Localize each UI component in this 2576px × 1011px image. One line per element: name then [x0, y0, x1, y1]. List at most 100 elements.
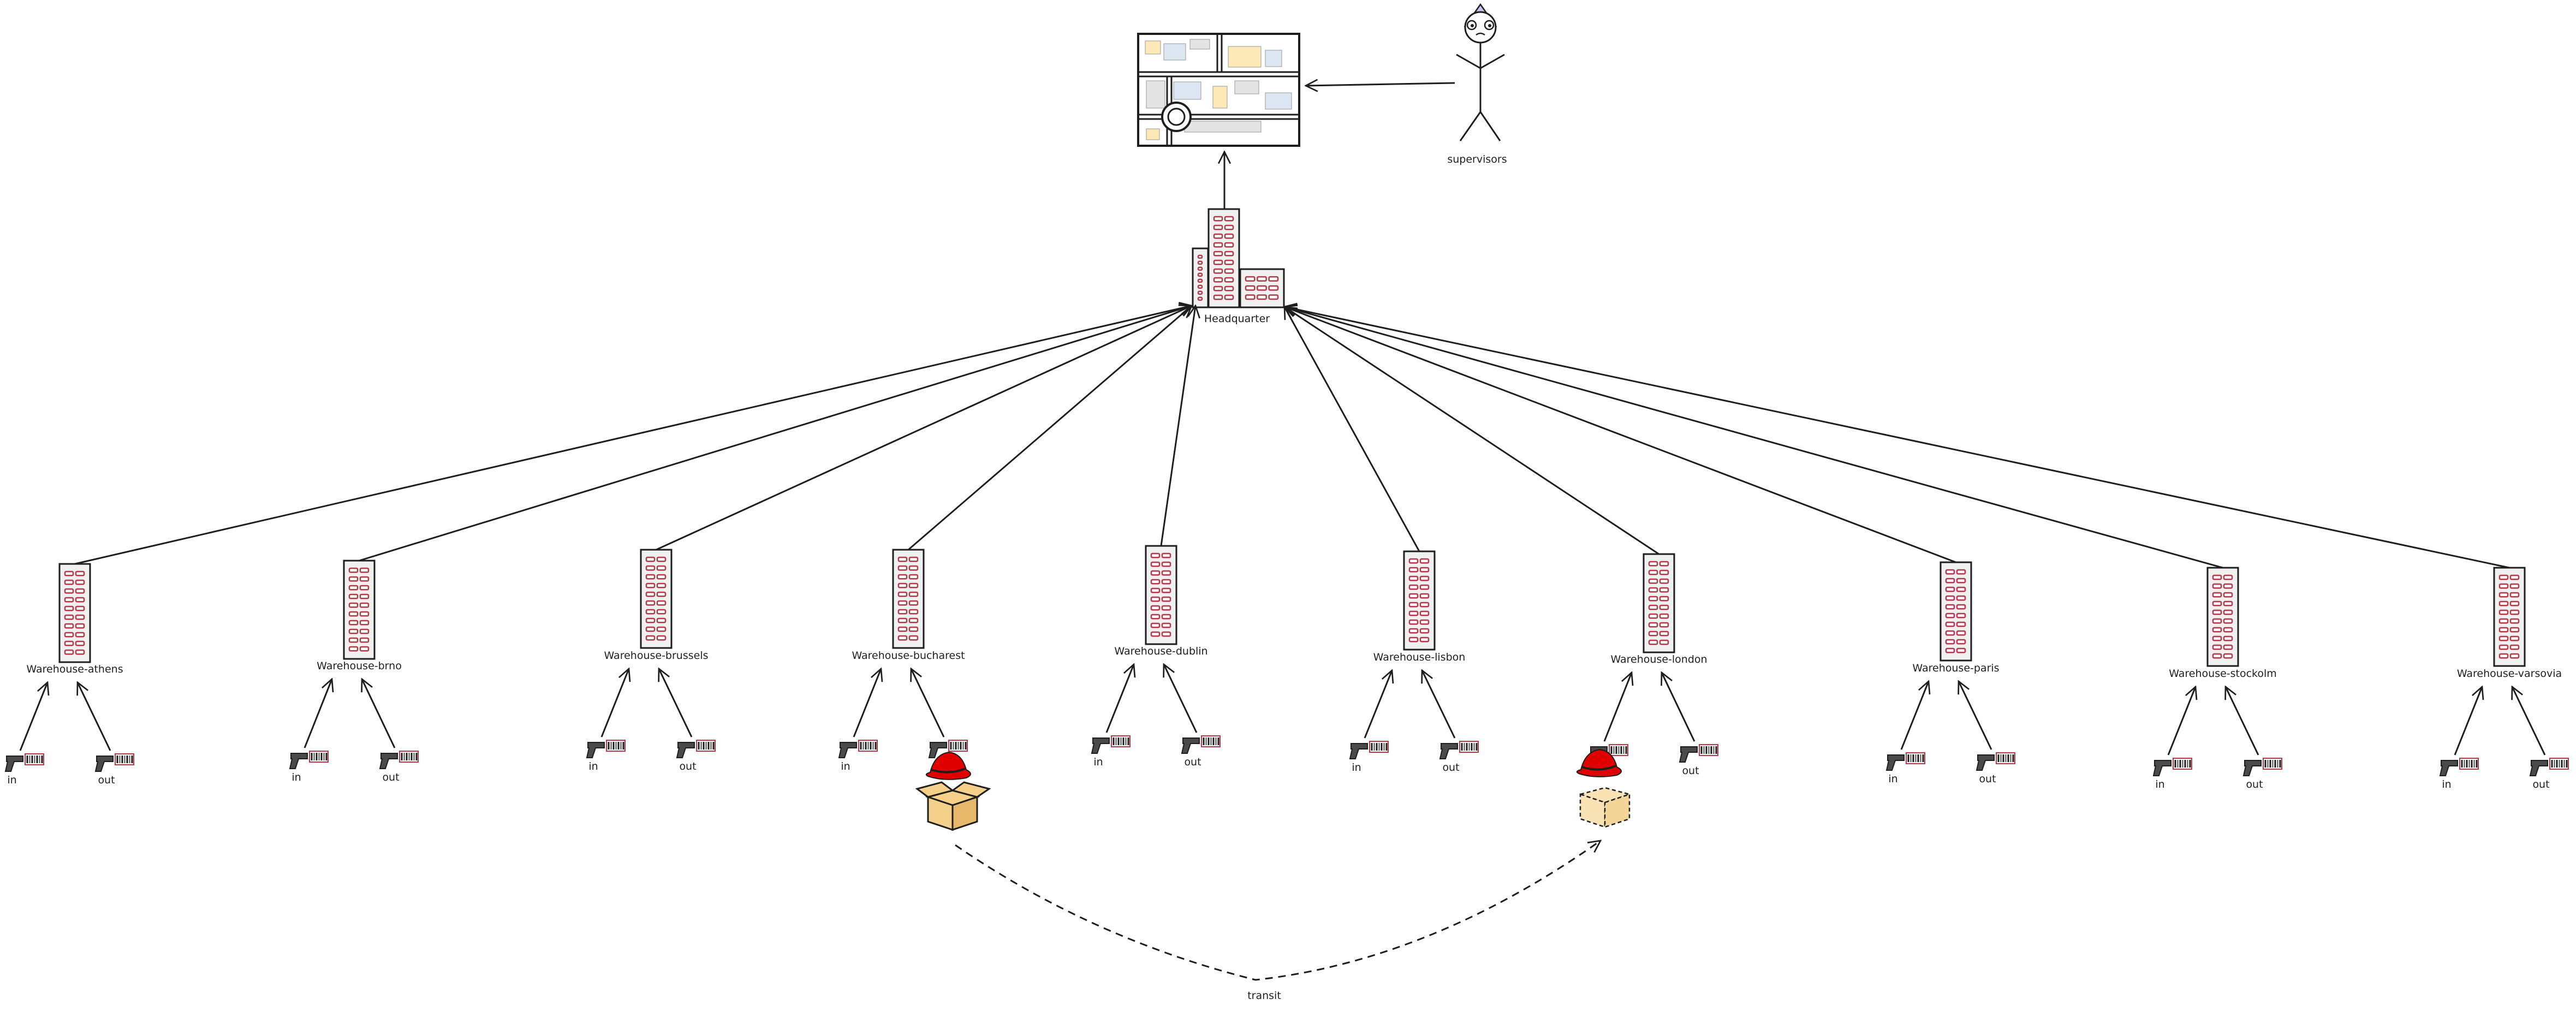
warehouse-label: Warehouse-varsovia — [2457, 668, 2562, 680]
scan-out-arrow — [78, 682, 111, 751]
warehouse-node: Warehouse-brussels in out — [586, 549, 716, 772]
warehouse-building-icon — [1940, 561, 1972, 662]
barcode-scanner-in-icon — [2152, 758, 2192, 776]
scan-in-arrow — [1105, 664, 1134, 733]
barcode-scanner-out-icon — [676, 740, 716, 758]
scanner-in-label: in — [1093, 756, 1103, 768]
warehouse-node: Warehouse-dublin in out — [1091, 545, 1221, 768]
stick-figure-icon — [1456, 3, 1505, 141]
scan-in-arrow — [1364, 670, 1392, 739]
scanner-in-label: in — [2155, 778, 2164, 790]
warehouse-label: Warehouse-bucharest — [852, 650, 965, 662]
office-building-icon — [1192, 208, 1285, 308]
scan-in-arrow — [304, 679, 332, 748]
supervisors-label: supervisors — [1447, 153, 1507, 165]
warehouse-label: Warehouse-brussels — [604, 650, 708, 662]
supervisors-to-dashboard-arrow — [1306, 83, 1455, 86]
scan-out-arrow — [911, 669, 945, 738]
barcode-scanner-in-icon — [1885, 752, 1925, 771]
scanner-out-label: out — [382, 771, 399, 783]
warehouse-node: Warehouse-londoninout — [1589, 553, 1718, 777]
warehouse-building-icon — [2493, 567, 2526, 667]
warehouse-label: Warehouse-athens — [26, 663, 123, 675]
barcode-scanner-out-icon — [1679, 744, 1718, 763]
warehouse-node: Warehouse-bucharestinout — [838, 549, 968, 772]
scanner-out-label: out — [98, 774, 115, 786]
barcode-scanner-in-icon — [289, 751, 329, 769]
warehouse-to-hq-arrow — [359, 306, 1192, 562]
transit-arrow — [955, 841, 1601, 981]
warehouse-to-hq-arrow — [908, 306, 1192, 551]
barcode-scanner-in-icon — [586, 740, 626, 758]
warehouse-building-icon — [343, 560, 376, 660]
scan-out-arrow — [1164, 664, 1198, 733]
red-hat-icon — [925, 751, 971, 780]
barcode-scanner-in-icon — [1091, 735, 1131, 754]
package-box-ghost-icon — [1578, 787, 1632, 828]
scanner-out-label: out — [1184, 756, 1201, 768]
warehouse-label: Warehouse-brno — [317, 660, 402, 672]
warehouse-building-icon — [2206, 567, 2239, 667]
barcode-scanner-out-icon — [1181, 735, 1221, 754]
warehouse-to-hq-arrow — [1284, 307, 1659, 555]
scanner-out-label: out — [1442, 762, 1459, 774]
barcode-scanner-out-icon — [2242, 758, 2282, 776]
barcode-scanner-out-icon — [379, 751, 419, 769]
scanner-out-label: out — [2532, 778, 2549, 790]
scan-in-arrow — [19, 682, 47, 751]
warehouse-node: Warehouse-lisbon in out — [1349, 550, 1479, 774]
barcode-scanner-out-icon — [1976, 752, 2015, 771]
scanner-in-label: in — [7, 774, 16, 786]
warehouse-label: Warehouse-paris — [1912, 662, 1999, 674]
scan-in-arrow — [2454, 687, 2482, 756]
scanner-in-label: in — [841, 760, 850, 772]
barcode-scanner-in-icon — [2439, 758, 2479, 776]
warehouse-to-hq-arrow — [74, 306, 1192, 565]
warehouse-building-icon — [1403, 550, 1436, 651]
barcode-scanner-out-icon — [928, 740, 968, 758]
warehouse-node: Warehouse-stockolm in out — [2152, 567, 2282, 790]
warehouse-label: Warehouse-stockolm — [2169, 668, 2277, 680]
warehouse-to-hq-arrow — [656, 306, 1192, 551]
scan-out-arrow — [1959, 681, 1992, 750]
red-hat-icon — [1576, 748, 1622, 777]
scanner-in-label: in — [1352, 762, 1361, 774]
barcode-scanner-in-icon — [1349, 741, 1389, 759]
scan-in-arrow — [2167, 687, 2196, 756]
warehouse-building-icon — [892, 549, 925, 649]
map-dashboard-icon — [1137, 33, 1300, 147]
warehouse-to-hq-arrow — [1160, 306, 1195, 546]
transit-label: transit — [1247, 990, 1281, 1002]
warehouse-to-hq-arrow — [1284, 307, 2510, 569]
scan-out-arrow — [2512, 687, 2546, 756]
warehouse-to-hq-arrow — [1284, 307, 1956, 563]
warehouse-node: Warehouse-athens in out — [4, 563, 134, 786]
scanner-out-label: out — [679, 760, 696, 772]
scan-out-arrow — [2226, 687, 2259, 756]
warehouse-label: Warehouse-dublin — [1114, 645, 1207, 657]
scan-in-arrow — [600, 669, 629, 738]
scan-in-arrow — [1603, 673, 1632, 742]
barcode-scanner-in-icon — [838, 740, 878, 758]
warehouse-building-icon — [640, 549, 673, 649]
warehouse-to-hq-arrow — [1284, 307, 2223, 569]
scanner-in-label: in — [588, 760, 598, 772]
scan-out-arrow — [362, 679, 396, 748]
scan-in-arrow — [853, 669, 881, 738]
warehouse-label: Warehouse-lisbon — [1373, 651, 1466, 663]
warehouse-building-icon — [1145, 545, 1177, 645]
warehouse-node: Warehouse-brno in out — [289, 560, 419, 783]
barcode-scanner-out-icon — [2529, 758, 2569, 776]
scan-in-arrow — [1900, 681, 1929, 750]
warehouse-label: Warehouse-london — [1610, 653, 1707, 665]
scanner-out-label: out — [1682, 765, 1699, 777]
warehouse-to-hq-arrow — [1284, 307, 1420, 552]
scanner-in-label: in — [291, 771, 301, 783]
scan-out-arrow — [659, 669, 693, 738]
headquarter-label: Headquarter — [1204, 313, 1270, 325]
scanner-out-label: out — [2246, 778, 2263, 790]
scan-out-arrow — [1662, 673, 1695, 742]
scan-out-arrow — [1422, 670, 1456, 739]
